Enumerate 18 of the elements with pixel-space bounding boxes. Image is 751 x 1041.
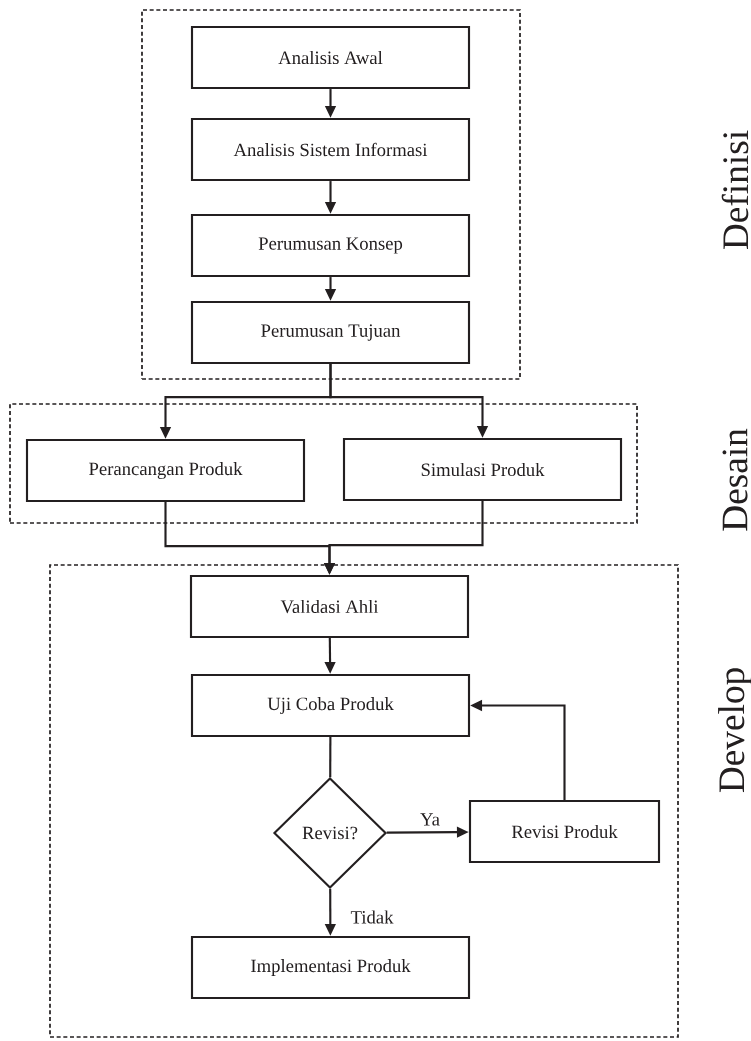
process-box: Analisis Awal (190, 25, 471, 90)
process-box: Validasi Ahli (189, 574, 470, 639)
dashed-group-frame (141, 9, 521, 380)
edge-label: Tidak (349, 909, 395, 925)
process-box: Implementasi Produk (190, 935, 471, 1000)
dashed-group-frame (9, 403, 638, 524)
process-box: Simulasi Produk (342, 437, 623, 502)
stage-label: Develop (718, 668, 751, 793)
process-box: Perumusan Tujuan (190, 300, 471, 365)
edge-label: Ya (418, 811, 442, 827)
process-box: Analisis Sistem Informasi (190, 117, 471, 182)
process-box: Uji Coba Produk (190, 673, 471, 738)
stage-label: Desain (722, 428, 748, 531)
process-box: Perumusan Konsep (190, 213, 471, 278)
dashed-group-frame (49, 564, 679, 1038)
stage-label: Definisi (721, 130, 749, 250)
process-box: Perancangan Produk (25, 438, 306, 503)
process-box: Revisi Produk (468, 799, 661, 864)
